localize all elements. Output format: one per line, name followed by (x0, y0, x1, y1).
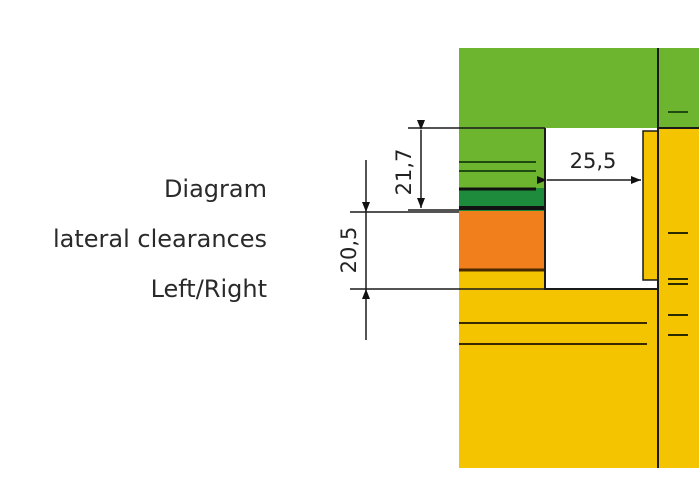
inner-yellow-strip (642, 130, 659, 281)
clearance-gap (545, 128, 658, 289)
dimension-label-25-5: 25,5 (570, 149, 617, 173)
dimension-label-20-5: 20,5 (337, 227, 361, 274)
orange-block (459, 211, 545, 270)
green-left-block (459, 128, 545, 188)
green-top-block (459, 48, 699, 128)
caption-line-diagram: Diagram (163, 175, 267, 203)
caption-line-lateral-clearances: lateral clearances (52, 225, 267, 253)
dimension-label-21-7: 21,7 (392, 149, 416, 196)
caption-line-left-right: Left/Right (150, 275, 267, 303)
dark-green-band (459, 188, 545, 211)
